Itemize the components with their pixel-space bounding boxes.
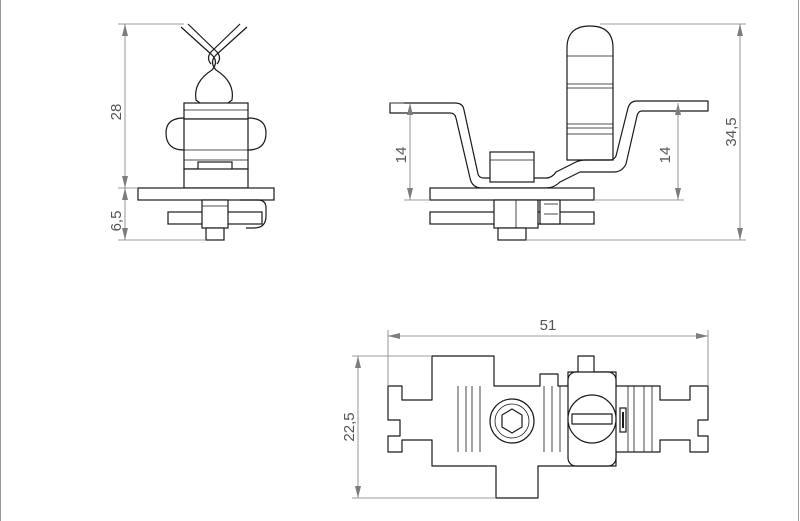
side-main-block	[183, 118, 249, 170]
front-cam-lever	[566, 25, 614, 161]
side-view: 28 6,5	[108, 23, 275, 241]
dim-label-22-5: 22,5	[341, 412, 358, 441]
front-dim-total-arrow-bot	[737, 228, 743, 240]
dim-label-51: 51	[540, 317, 557, 334]
side-hook	[240, 199, 267, 229]
top-outline	[387, 355, 709, 499]
side-top-plate	[137, 187, 275, 201]
side-left-lobe	[165, 117, 185, 151]
top-cam-disk	[567, 394, 617, 444]
top-socket-outer	[489, 398, 535, 444]
side-center-bolt	[201, 199, 229, 229]
hex-socket-icon	[501, 408, 523, 434]
front-dim-left-arrow-bot	[407, 188, 413, 200]
top-view: 51 22,5	[341, 317, 709, 499]
top-dim-height-arrow-bot	[355, 486, 361, 498]
side-dim-28-arrow-top	[122, 24, 128, 36]
side-dim-65-arrow-top	[122, 188, 128, 200]
side-upper-block	[183, 102, 249, 120]
front-dim-right-arrow-top	[675, 103, 681, 115]
front-hex-nut	[489, 151, 535, 183]
dim-label-28: 28	[108, 104, 125, 121]
side-dim-65-arrow-bot	[122, 228, 128, 240]
front-view: 14 14 34,5	[389, 23, 746, 241]
side-stem	[183, 168, 249, 189]
dim-label-14-right: 14	[657, 147, 674, 164]
top-dim-width-arrow-left	[388, 333, 400, 339]
dim-label-34-5: 34,5	[723, 117, 740, 146]
side-right-lobe	[247, 117, 267, 151]
front-bolt-tip	[497, 227, 527, 241]
dim-label-6-5: 6,5	[108, 211, 125, 232]
top-dim-height-arrow-top	[355, 356, 361, 368]
side-bolt-tip	[205, 227, 225, 241]
front-top-plate	[429, 187, 595, 201]
side-dim-28-arrow-bot	[122, 176, 128, 188]
top-cam-slot	[571, 413, 613, 425]
top-socket-inner	[494, 403, 530, 439]
front-side-spacer	[539, 199, 561, 225]
side-spring-clip	[180, 23, 248, 104]
top-dim-width-arrow-right	[696, 333, 708, 339]
front-dim-right-arrow-bot	[675, 188, 681, 200]
front-bracket	[389, 100, 709, 189]
dim-label-14-left: 14	[393, 147, 410, 164]
front-dim-left-arrow-top	[407, 103, 413, 115]
front-dim-total-arrow-top	[737, 24, 743, 36]
